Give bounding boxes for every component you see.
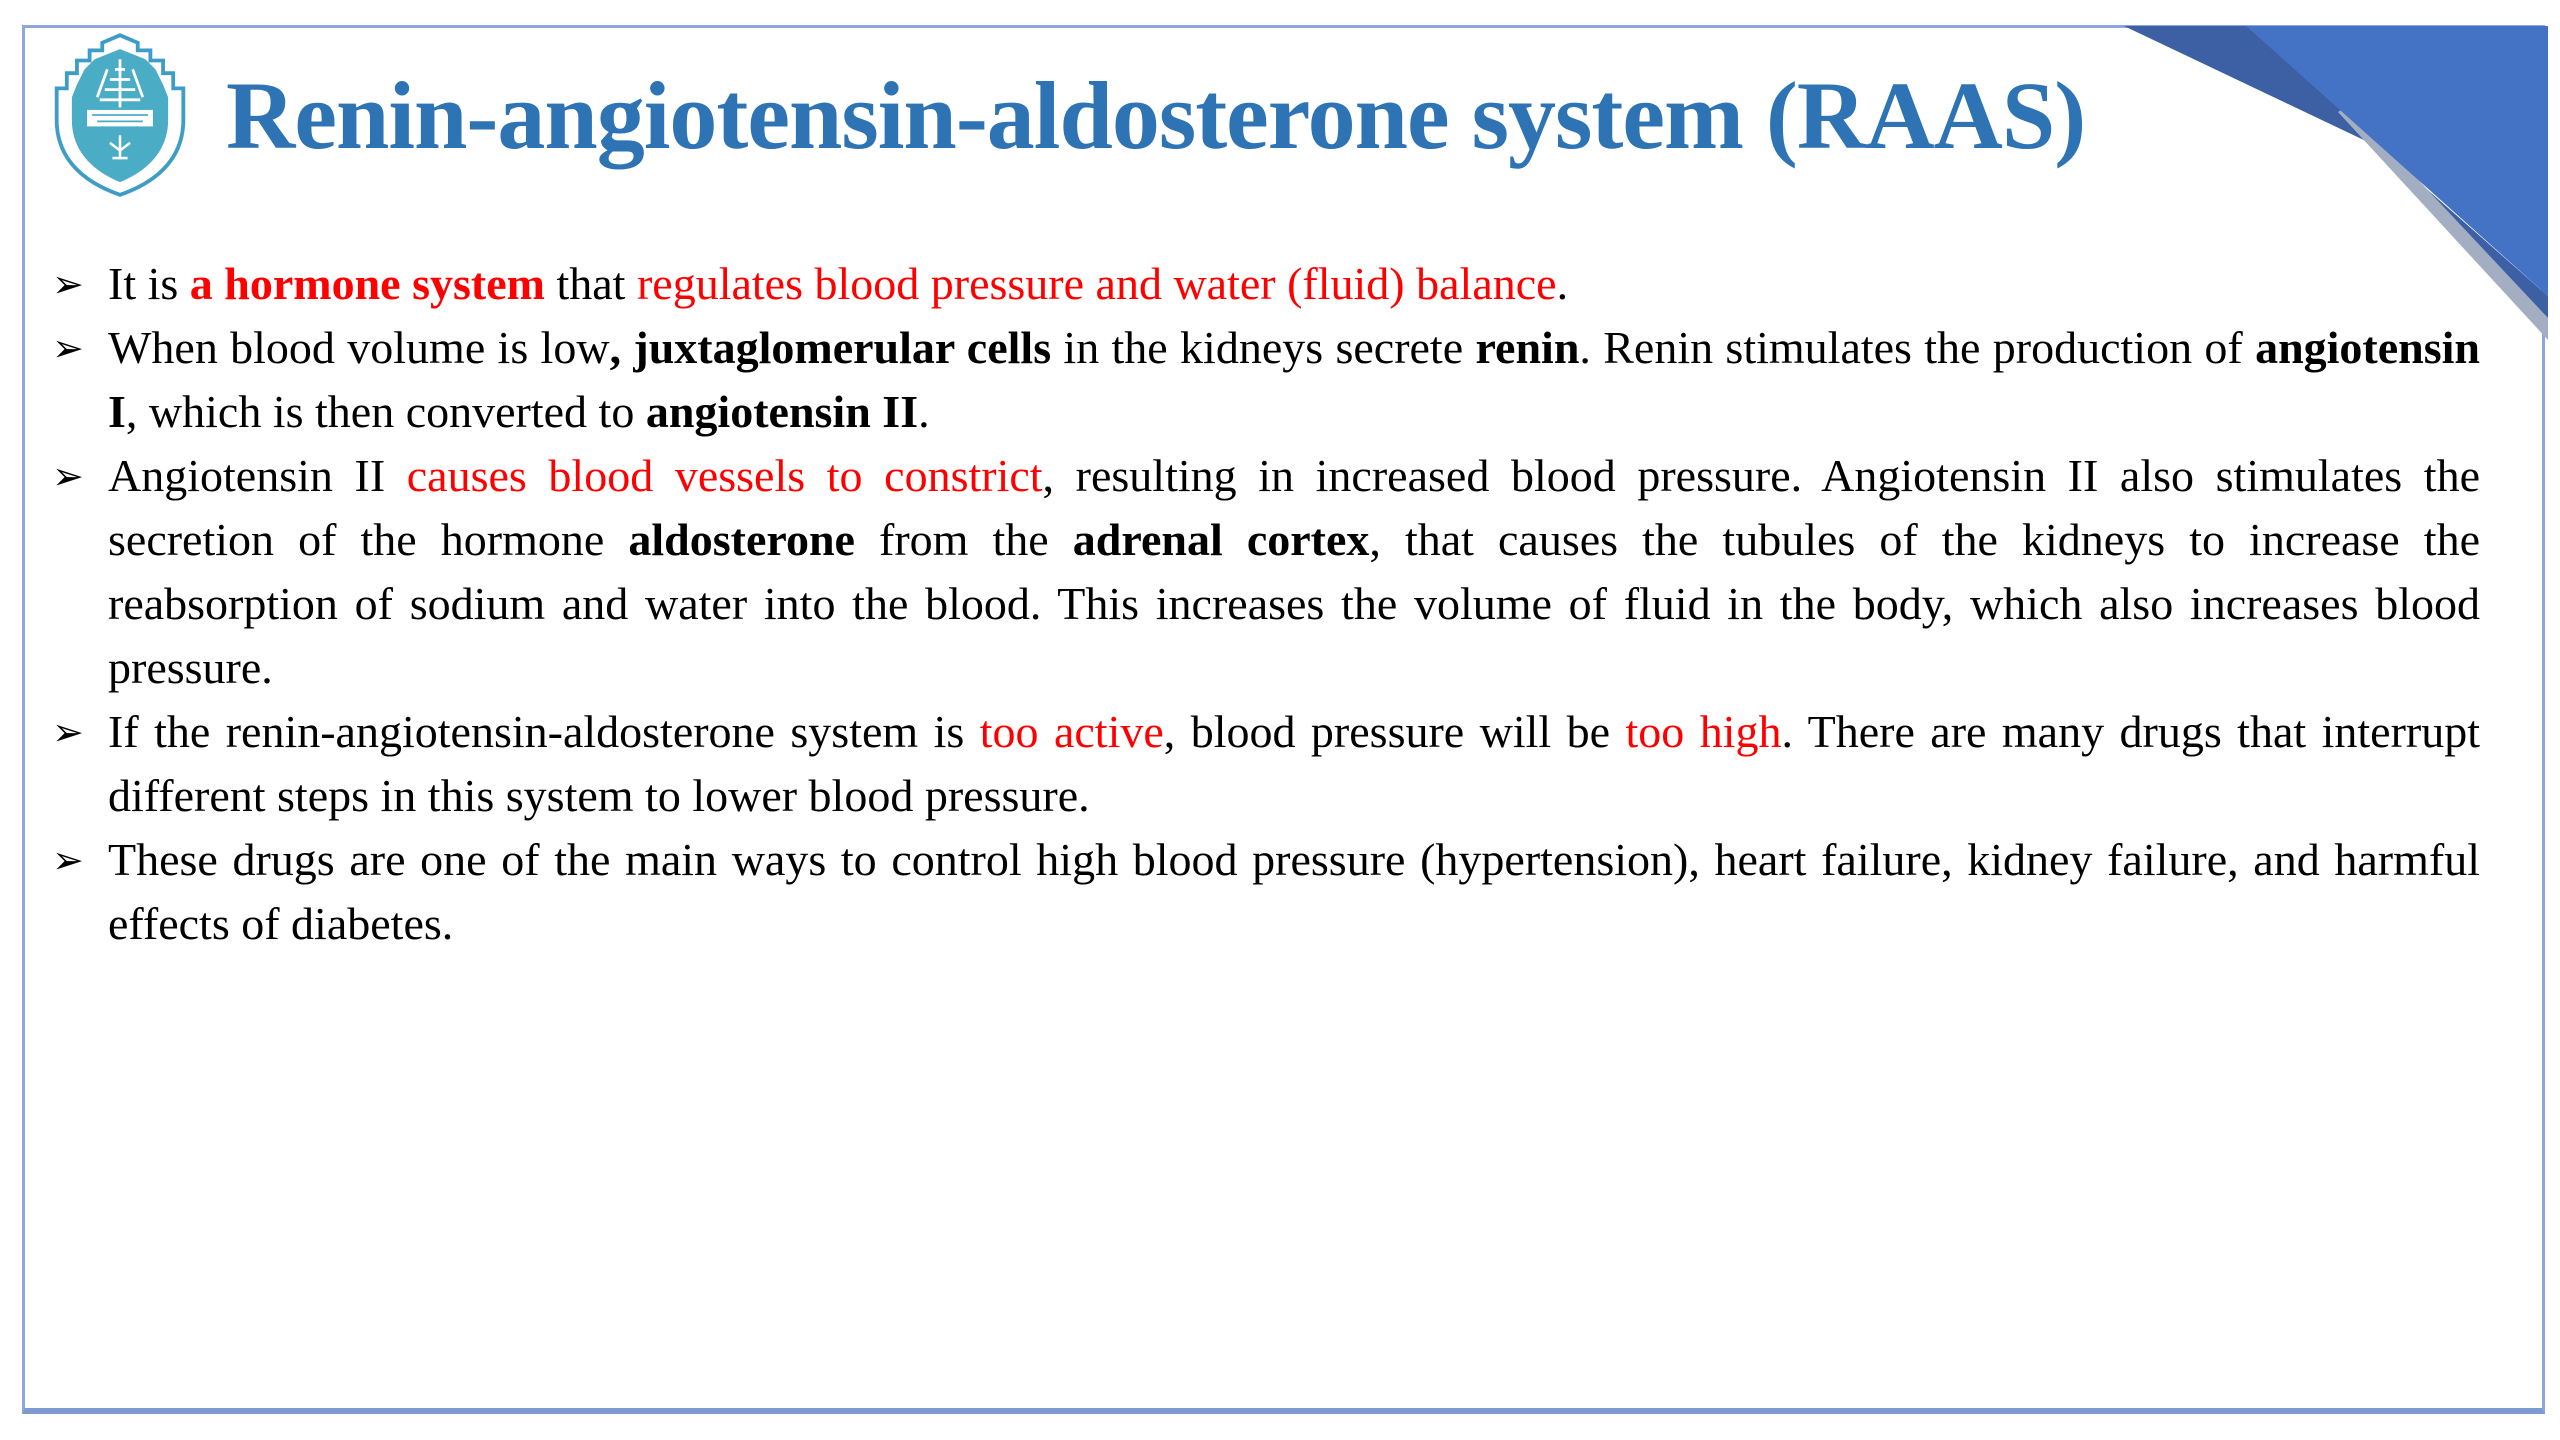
text-segment: that bbox=[544, 258, 637, 309]
bullet-angiotensin-effects: ➢ Angiotensin II causes blood vessels to … bbox=[52, 444, 2480, 700]
bullet-drug-uses: ➢ These drugs are one of the main ways to… bbox=[52, 828, 2480, 956]
text-segment: , which is then converted to bbox=[125, 386, 646, 437]
text-segment: too active bbox=[979, 706, 1164, 757]
text-segment: regulates blood pressure and water (flui… bbox=[636, 258, 1557, 309]
text-segment: too high bbox=[1625, 706, 1782, 757]
text-segment: causes blood vessels to constrict bbox=[406, 450, 1043, 501]
text-segment: , blood pressure will be bbox=[1163, 706, 1626, 757]
bullet-renin-secretion: ➢ When blood volume is low, juxtaglomeru… bbox=[52, 316, 2480, 444]
bullet-arrow-icon: ➢ bbox=[52, 326, 84, 370]
text-segment: . bbox=[1556, 258, 1569, 309]
text-segment: These drugs are one of the main ways to … bbox=[108, 834, 2480, 949]
text-segment: renin bbox=[1475, 322, 1580, 373]
text-segment: angiotensin II bbox=[645, 386, 919, 437]
text-segment: in the kidneys secrete bbox=[1051, 322, 1476, 373]
bullet-arrow-icon: ➢ bbox=[52, 838, 84, 882]
bullet-hormone-system: ➢ It is a hormone system that regulates b… bbox=[52, 252, 2480, 316]
text-segment: aldosterone bbox=[628, 514, 855, 565]
text-segment: a hormone system bbox=[189, 258, 545, 309]
text-segment: adrenal cortex bbox=[1072, 514, 1370, 565]
bullet-arrow-icon: ➢ bbox=[52, 262, 84, 306]
slide-title: Renin-angiotensin-aldosterone system (RA… bbox=[226, 61, 2086, 169]
text-segment: angiotensin I bbox=[108, 322, 2481, 437]
text-segment: It is bbox=[108, 258, 190, 309]
text-segment: Angiotensin II bbox=[108, 450, 407, 501]
slide-border bbox=[22, 25, 2545, 1414]
corner-decoration-icon bbox=[2124, 26, 2548, 340]
bullet-arrow-icon: ➢ bbox=[52, 454, 84, 498]
text-segment: When blood volume is low bbox=[108, 322, 610, 373]
bullet-arrow-icon: ➢ bbox=[52, 710, 84, 754]
text-segment: . There are many drugs that interrupt di… bbox=[108, 706, 2480, 821]
text-segment: from the bbox=[854, 514, 1073, 565]
text-segment: . bbox=[918, 386, 930, 437]
text-segment: If the renin-angiotensin-aldosterone sys… bbox=[108, 706, 980, 757]
university-crest-icon bbox=[54, 33, 186, 197]
bullet-overactive-system: ➢ If the renin-angiotensin-aldosterone sy… bbox=[52, 700, 2480, 828]
text-segment: , resulting in increased blood pressure.… bbox=[108, 450, 2480, 565]
text-segment: , juxtaglomerular cells bbox=[609, 322, 1052, 373]
text-segment: , that causes the tubules of the kidneys… bbox=[108, 514, 2480, 693]
text-segment: . Renin stimulates the production of bbox=[1579, 322, 2256, 373]
slide-body: ➢ It is a hormone system that regulates b… bbox=[52, 252, 2480, 956]
